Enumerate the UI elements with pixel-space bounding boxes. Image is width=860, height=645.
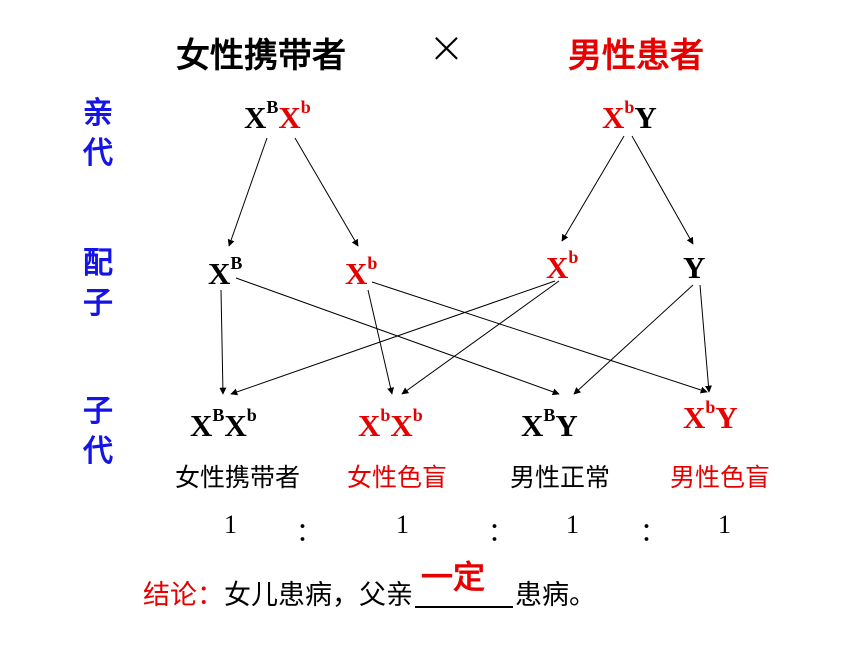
offspring-genotype-3: XBY — [521, 405, 578, 443]
phenotype-2: 女性色盲 — [347, 463, 448, 492]
answer-blank: 一定 — [415, 558, 513, 608]
gamete-female-Xb: Xb — [345, 253, 378, 291]
label-offspring-char-2: 代 — [83, 434, 113, 469]
arrow-XB-to-child1 — [219, 289, 227, 395]
ratio-value-1: 1 — [224, 510, 237, 539]
label-offspring-char-1: 子 — [83, 394, 113, 429]
ratio-separator-3: ： — [640, 518, 667, 547]
allele: Xb — [602, 97, 635, 135]
ratio-separator-2: ： — [488, 518, 515, 547]
label-gametes-char-2: 子 — [83, 286, 113, 321]
gamete-male-Xb: Xb — [546, 247, 579, 285]
offspring-genotype-4: XbY — [683, 397, 738, 435]
ratio-value-2: 1 — [396, 510, 409, 539]
ratio-value-3: 1 — [566, 510, 579, 539]
arrow-female-to-Xb — [294, 137, 359, 247]
offspring-genotype-2: XbXb — [358, 405, 423, 443]
offspring-genotype-1: XBXb — [190, 405, 257, 443]
arrow-male-to-Y — [631, 135, 694, 245]
conclusion-prefix: 结论： — [143, 580, 224, 611]
cross-symbol: × — [428, 22, 465, 73]
arrow-Y-to-child4 — [699, 284, 712, 393]
phenotype-4: 男性色盲 — [670, 463, 771, 492]
phenotype-3: 男性正常 — [510, 463, 611, 492]
answer-text: 一定 — [421, 558, 486, 596]
ratio-value-4: 1 — [718, 510, 731, 539]
arrow-male-to-Xb — [561, 135, 625, 242]
label-parents-char-2: 代 — [83, 136, 113, 171]
gamete-female-XB: XB — [208, 253, 243, 291]
label-gametes-char-1: 配 — [83, 246, 113, 281]
female-parent-genotype: XBXb — [244, 97, 311, 136]
arrow-Y-to-child3 — [573, 284, 694, 395]
allele: XB — [244, 97, 279, 135]
label-offspring: 子 代 — [78, 392, 118, 472]
arrow-maleXb-to-child1 — [230, 280, 556, 396]
label-parents-char-1: 亲 — [83, 96, 113, 131]
gamete-male-Y: Y — [683, 250, 706, 285]
label-gametes: 配 子 — [78, 244, 118, 324]
conclusion-text-before: 女儿患病，父亲 — [224, 580, 413, 611]
allele: Xb — [278, 97, 311, 135]
male-parent-title: 男性患者 — [568, 36, 704, 76]
arrow-female-to-XB — [227, 137, 268, 247]
phenotype-1: 女性携带者 — [175, 463, 301, 492]
female-parent-title: 女性携带者 — [176, 36, 346, 76]
allele: Y — [634, 100, 657, 135]
arrow-femXb-to-child4 — [371, 281, 708, 394]
conclusion-text-after: 患病。 — [515, 580, 596, 611]
arrow-maleXb-to-child2 — [401, 280, 560, 395]
male-parent-genotype: XbY — [602, 97, 657, 136]
conclusion-line: 结论：女儿患病，父亲一定患病。 — [143, 558, 596, 612]
label-parents: 亲 代 — [78, 94, 118, 174]
ratio-separator-1: ： — [296, 518, 323, 547]
